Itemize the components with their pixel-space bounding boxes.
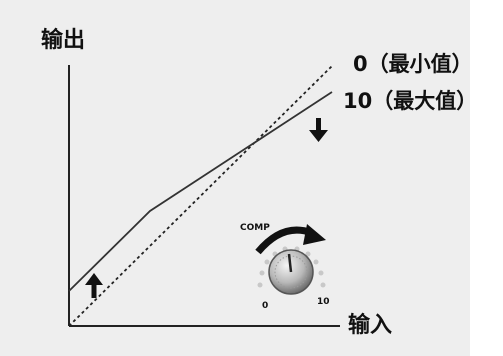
x-axis-label: 输入 [348,313,393,338]
diagram-background [0,0,470,356]
rotate-clockwise-icon [255,224,326,255]
line-max-label: 10（最大值） [343,89,478,113]
knob-max-label: 10 [317,297,330,307]
line-min-dashed [68,65,333,327]
knob-min-label: 0 [262,301,269,311]
arrow-up-icon [85,273,103,298]
line-max-solid [68,91,333,292]
knob-title: COMP [240,223,270,233]
comp-knob [268,249,314,295]
arrow-down-icon [309,118,328,142]
y-axis-label: 输出 [41,28,86,53]
line-min-label: 0（最小值） [353,52,473,76]
